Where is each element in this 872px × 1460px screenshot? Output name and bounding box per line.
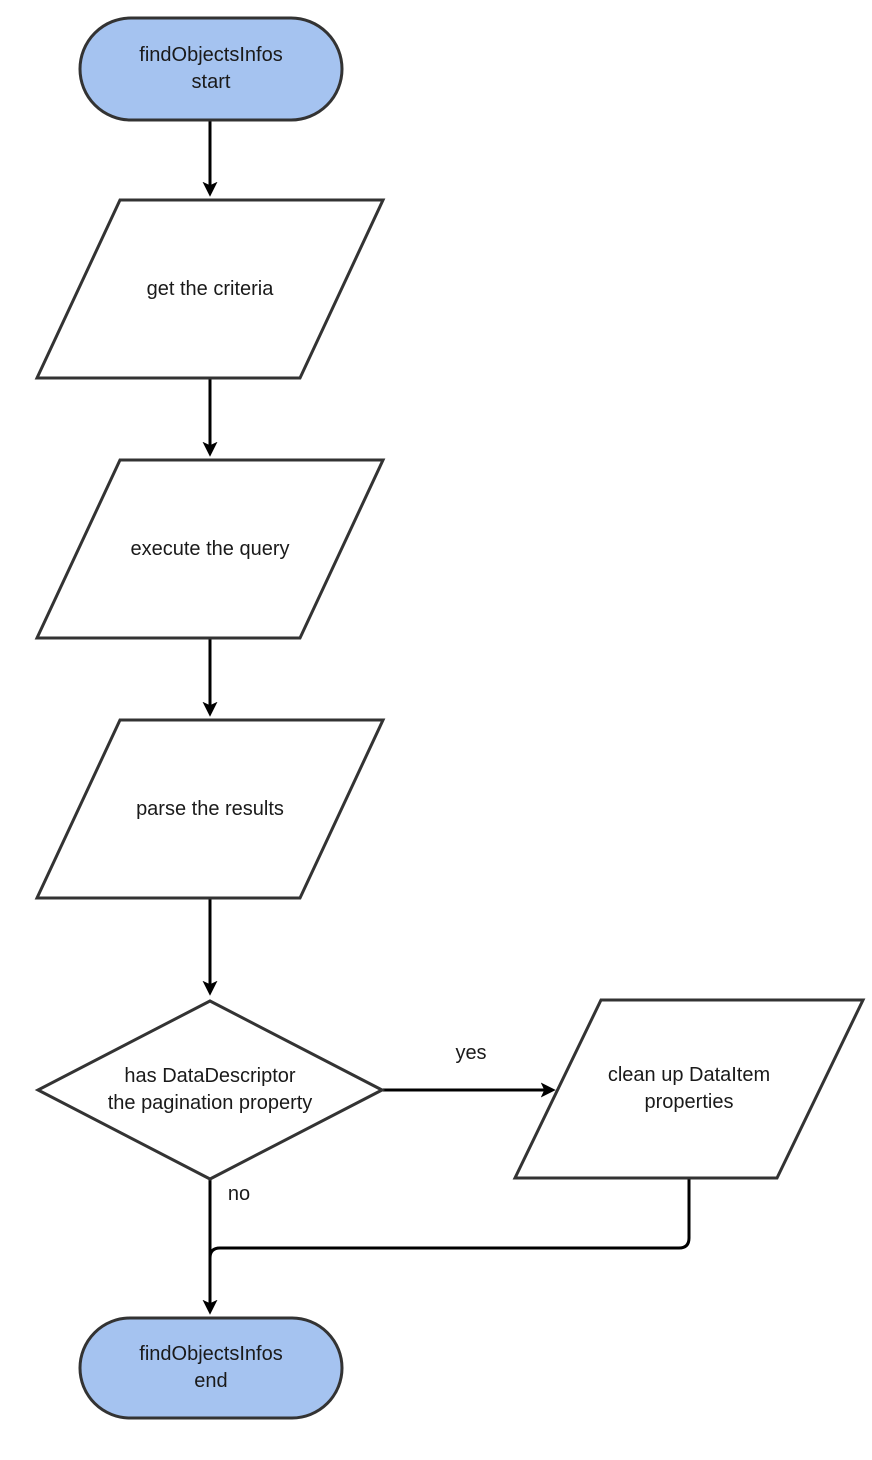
node-execute-query	[34, 458, 386, 640]
edge-label-yes: yes	[455, 1042, 487, 1064]
node-execute-query-label: execute the query	[130, 537, 290, 560]
node-pagination-decision	[34, 999, 386, 1181]
node-parse-results	[34, 718, 386, 900]
node-end	[78, 1316, 344, 1420]
node-cleanup-label: clean up DataItem properties	[607, 1064, 771, 1113]
node-start-label: findObjectsInfos start	[139, 44, 283, 93]
node-cleanup	[512, 998, 866, 1180]
node-get-criteria	[34, 198, 386, 380]
node-pagination-decision-label: has DataDescriptor the pagination proper…	[107, 1065, 313, 1114]
edge-cleanup-join-to-end	[208, 1178, 691, 1259]
node-end-label: findObjectsInfos end	[139, 1343, 283, 1392]
node-parse-results-label: parse the results	[136, 797, 284, 820]
node-get-criteria-label: get the criteria	[146, 277, 274, 300]
edge-label-no: no	[227, 1183, 251, 1205]
node-start	[78, 16, 344, 122]
